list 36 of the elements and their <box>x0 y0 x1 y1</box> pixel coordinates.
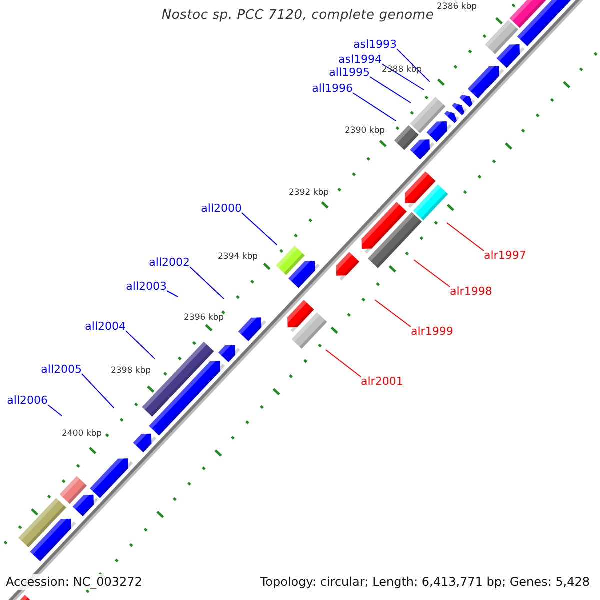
position-label: 2396 kbp <box>184 313 224 323</box>
gene-label: all2006 <box>7 394 48 407</box>
gene-label: alr1998 <box>450 285 492 298</box>
position-label: 2392 kbp <box>289 188 330 198</box>
info-text: Topology: circular; Length: 6,413,771 bp; Genes: 5,428 <box>258 574 592 590</box>
leader-line <box>414 260 450 288</box>
gene-label: all2002 <box>149 256 190 269</box>
leader-line <box>126 330 156 360</box>
gene-label: asl1993 <box>353 38 397 51</box>
leader-line <box>352 92 396 122</box>
gene-label: all2004 <box>85 320 126 333</box>
leader-line <box>48 404 62 416</box>
gene-label: all2003 <box>126 280 167 293</box>
gene-label: all2000 <box>201 202 242 215</box>
leader-line <box>370 76 412 104</box>
gene-label: all1995 <box>329 66 370 79</box>
position-label: 2390 kbp <box>345 126 386 136</box>
position-label: 2398 kbp <box>111 366 152 376</box>
gene-label: all1996 <box>312 82 353 95</box>
leader-line <box>446 222 484 252</box>
info-text: Accession: NC_003272 <box>4 574 144 590</box>
gene-label: alr1999 <box>411 325 454 338</box>
diagram-title: Nostoc sp. PCC 7120, complete genome <box>160 8 436 23</box>
leader-line <box>326 350 362 378</box>
position-label: 2400 kbp <box>62 429 102 439</box>
gene-label: asl1994 <box>338 53 382 66</box>
leader-line <box>82 374 114 408</box>
leader-line <box>374 300 412 328</box>
position-label: 2394 kbp <box>218 252 258 262</box>
gene-label: all2005 <box>41 363 82 376</box>
gene-label: alr2001 <box>361 375 404 388</box>
position-label: 2386 kbp <box>437 2 478 12</box>
leader-line <box>242 212 278 246</box>
leader-line <box>166 290 178 298</box>
gene-label: alr1997 <box>484 249 526 262</box>
leader-line <box>190 266 224 300</box>
